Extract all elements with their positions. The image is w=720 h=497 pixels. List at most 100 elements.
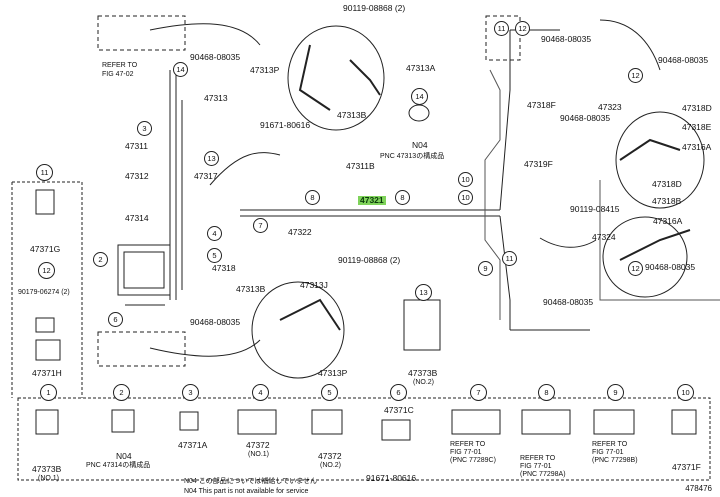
- bottom-47373B-no1: (NO.1): [38, 475, 59, 482]
- callout-11b: 11: [494, 21, 509, 36]
- part-47323: 47323: [598, 102, 622, 112]
- pnc-47313: PNC 47313の構成品: [380, 153, 445, 160]
- bottom-47372-no1: (NO.1): [248, 451, 269, 458]
- part-90468-08035-d: 90468-08035: [658, 55, 709, 65]
- part-47318B: 47318B: [652, 196, 682, 206]
- part-47324: 47324: [592, 232, 616, 242]
- part-47313B-b: 47313B: [236, 284, 266, 294]
- callout-3: 3: [137, 121, 152, 136]
- bottom-pnc-47314: PNC 47314の構成品: [86, 462, 151, 469]
- refer-fig: REFER TO: [102, 62, 138, 69]
- part-47318E: 47318E: [682, 122, 712, 132]
- bottom-n04: N04: [116, 451, 132, 461]
- bottom-refer-1: REFER TO: [450, 441, 486, 448]
- callout-8a: 8: [305, 190, 320, 205]
- callout-14: 14: [173, 62, 188, 77]
- part-90468-08035-a: 90468-08035: [190, 52, 241, 62]
- callout-10b: 10: [458, 172, 473, 187]
- bottom-fig-3: FIG 77-01: [592, 449, 624, 456]
- bottom-47371A: 47371A: [178, 440, 208, 450]
- bottom-refer-2: REFER TO: [520, 455, 556, 462]
- callout-4: 4: [207, 226, 222, 241]
- bottom-callout-8: 8: [538, 384, 555, 401]
- bottom-47371F: 47371F: [672, 462, 701, 472]
- part-47313A: 47313A: [406, 63, 436, 73]
- callout-11-left: 11: [36, 164, 53, 181]
- callout-12b: 12: [628, 68, 643, 83]
- callout-14-n04: 14: [411, 88, 428, 105]
- part-90468-08035-f: 90468-08035: [645, 262, 696, 272]
- bottom-callout-3: 3: [182, 384, 199, 401]
- bottom-callout-7: 7: [470, 384, 487, 401]
- bottom-callout-1: 1: [40, 384, 57, 401]
- part-47318: 47318: [212, 263, 236, 273]
- bottom-callout-5: 5: [321, 384, 338, 401]
- callout-12a: 12: [515, 21, 530, 36]
- part-90179-06274: 90179-06274 (2): [18, 289, 70, 296]
- part-47311B: 47311B: [346, 161, 375, 171]
- part-90119-08868-b: 90119-08868 (2): [338, 255, 401, 265]
- part-47313: 47313: [204, 93, 228, 103]
- bottom-47372-no2: (NO.2): [320, 462, 341, 469]
- bottom-callout-6: 6: [390, 384, 407, 401]
- bottom-pnc-3: (PNC 77298B): [592, 457, 638, 464]
- bottom-47372-1: 47372: [246, 440, 270, 450]
- callout-6: 6: [108, 312, 123, 327]
- bottom-callout-9: 9: [607, 384, 624, 401]
- callout-8b: 8: [395, 190, 410, 205]
- bottom-47373B: 47373B: [32, 464, 62, 474]
- part-47313P-a: 47313P: [250, 65, 280, 75]
- part-90468-08035-e: 90468-08035: [560, 113, 611, 123]
- part-47316A-a: 47316A: [682, 142, 712, 152]
- bottom-fig-1: FIG 77-01: [450, 449, 482, 456]
- part-47371H: 47371H: [32, 368, 62, 378]
- note-jp: N04 この部品については補給していません: [184, 478, 318, 485]
- n04-label: N04: [412, 140, 428, 150]
- part-47313B-a: 47313B: [337, 110, 367, 120]
- bottom-91671-80616: 91671-80616: [366, 473, 417, 483]
- part-47321: 47321: [358, 195, 386, 205]
- bottom-47371C: 47371C: [384, 405, 414, 415]
- part-47313J: 47313J: [300, 280, 328, 290]
- bottom-fig-2: FIG 77-01: [520, 463, 552, 470]
- callout-12c: 12: [628, 261, 643, 276]
- callout-12-left: 12: [38, 262, 55, 279]
- part-90468-08035-b: 90468-08035: [190, 317, 241, 327]
- callout-2: 2: [93, 252, 108, 267]
- callout-13-clip: 13: [415, 284, 432, 301]
- bottom-callout-2: 2: [113, 384, 130, 401]
- part-90468-08035-g: 90468-08035: [543, 297, 594, 307]
- part-47319F: 47319F: [524, 159, 553, 169]
- callout-10a: 10: [458, 190, 473, 205]
- part-47318D-b: 47318D: [652, 179, 682, 189]
- part-47318D-a: 47318D: [682, 103, 712, 113]
- part-47322: 47322: [288, 227, 312, 237]
- callout-11a: 11: [502, 251, 517, 266]
- part-47314: 47314: [125, 213, 149, 223]
- part-90119-08868-a: 90119-08868 (2): [343, 3, 406, 13]
- callout-7: 7: [253, 218, 268, 233]
- refer-fig2: FIG 47-02: [102, 71, 134, 78]
- figure-id: 478476: [685, 484, 712, 493]
- part-47371G: 47371G: [30, 244, 61, 254]
- part-47317: 47317: [194, 171, 218, 181]
- part-90468-08035-c: 90468-08035: [541, 34, 592, 44]
- part-47318F: 47318F: [527, 100, 556, 110]
- bottom-47372-2: 47372: [318, 451, 342, 461]
- part-91671-80616-a: 91671-80616: [260, 120, 311, 130]
- bottom-pnc-1: (PNC 77289C): [450, 457, 496, 464]
- part-47373B-b-no2: (NO.2): [413, 379, 434, 386]
- part-90119-08415: 90119-08415: [570, 204, 620, 214]
- bottom-pnc-2: (PNC 77298A): [520, 471, 566, 478]
- bottom-refer-3: REFER TO: [592, 441, 628, 448]
- part-47316A-b: 47316A: [653, 216, 683, 226]
- part-47312: 47312: [125, 171, 149, 181]
- part-47311: 47311: [125, 141, 149, 151]
- callout-5: 5: [207, 248, 222, 263]
- callout-13: 13: [204, 151, 219, 166]
- bottom-callout-10: 10: [677, 384, 694, 401]
- bottom-callout-4: 4: [252, 384, 269, 401]
- callout-9: 9: [478, 261, 493, 276]
- note-en: N04 This part is not available for servi…: [184, 488, 309, 495]
